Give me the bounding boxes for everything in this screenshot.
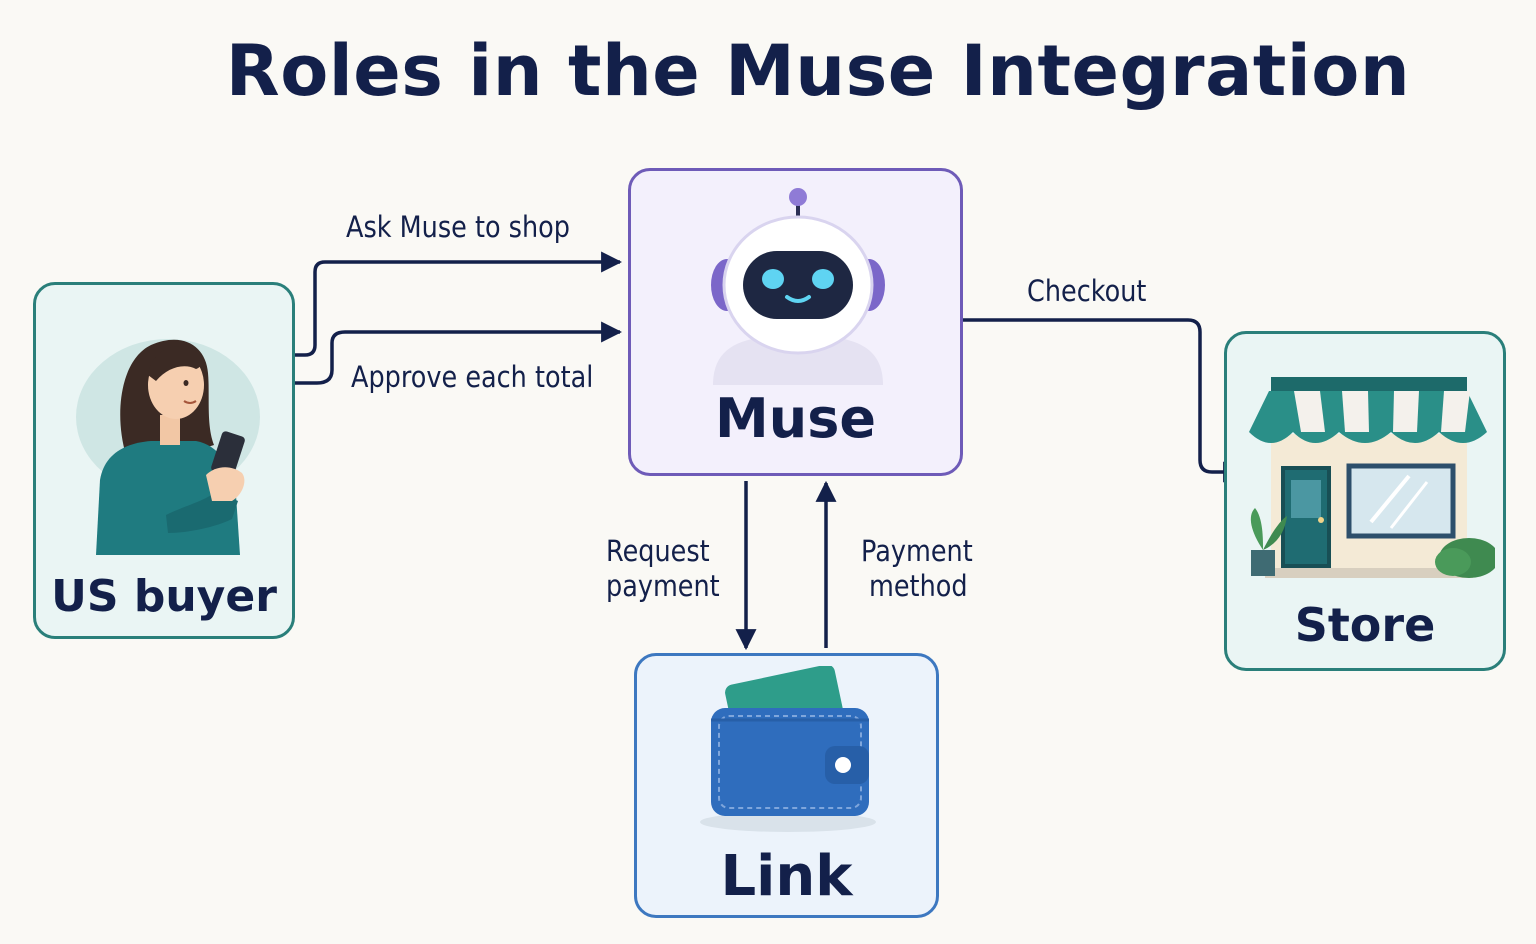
approve-label: Approve each total (351, 360, 594, 394)
request-payment-line1: Request (606, 534, 710, 568)
muse-node: Muse (628, 168, 963, 476)
checkout-label: Checkout (1027, 274, 1147, 308)
store-node: Store (1224, 331, 1506, 671)
muse-label: Muse (715, 387, 876, 450)
buyer-person-icon (76, 339, 260, 555)
request-payment-line2: payment (606, 569, 720, 603)
page-title: Roles in the Muse Integration (225, 30, 1411, 112)
buyer-node: US buyer (33, 282, 295, 639)
approve-arrow (295, 321, 623, 385)
wallet-icon (700, 666, 876, 832)
store-label: Store (1294, 598, 1436, 652)
ask-label: Ask Muse to shop (346, 210, 570, 244)
buyer-label: US buyer (51, 571, 277, 622)
robot-icon (711, 188, 885, 385)
checkout-arrow (963, 318, 1245, 483)
payment-method-line2: method (869, 569, 968, 603)
ask-arrow (295, 251, 623, 357)
storefront-icon (1249, 377, 1495, 578)
link-node: Link (634, 653, 939, 918)
link-label: Link (720, 844, 853, 909)
payment-method-line1: Payment (861, 534, 973, 568)
